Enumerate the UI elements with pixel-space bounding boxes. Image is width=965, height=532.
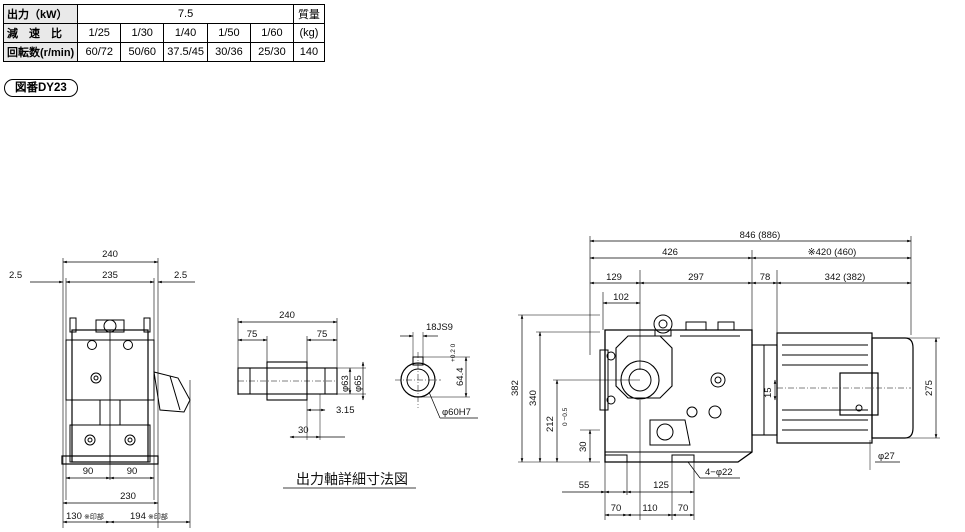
dim-110: 110 [642,503,657,514]
dim-15: 15 [763,387,774,398]
dim-426: 426 [662,247,678,258]
dim-275: 275 [924,380,935,396]
dim-90-right: 90 [127,466,138,477]
dim-shaft-240: 240 [279,310,295,321]
shaft-section [395,332,478,419]
dim-235: 235 [102,270,118,281]
side-dimensions: 846 (886) 426 ※420 (460) 129 297 78 342 … [510,230,935,514]
dim-342: 342 (382) [825,272,866,283]
dim-297: 297 [688,272,704,283]
dim-55: 55 [579,480,590,491]
dim-78: 78 [760,272,771,283]
dim-2-5-right: 2.5 [174,270,187,281]
mass-value: 140 [292,42,325,62]
dim-129: 129 [606,272,622,283]
dim-18js9: 18JS9 [426,322,453,333]
dim-125: 125 [653,480,669,491]
shaft-dimensions: 240 75 75 φ63 φ65 3.15 30 18JS9 64.4 +0.… [247,310,471,489]
dim-102: 102 [613,292,629,303]
dim-340: 340 [528,390,539,406]
mark-194: ※印部 [148,512,168,521]
dim-194: 194 [130,511,146,522]
dim-phi60h7: φ60H7 [442,407,471,418]
mark-130: ※印部 [84,512,104,521]
dim-shaft-75-left: 75 [247,329,258,340]
dim-230: 230 [120,491,136,502]
mass-label-1: 質量 [297,9,320,21]
rpm-cell: 30/36 [206,42,251,62]
mass-label: 質量 [292,4,325,24]
shaft-detail [237,318,366,440]
dim-side-30: 30 [578,441,589,452]
rpm-cell: 50/60 [120,42,165,62]
dim-382: 382 [510,380,521,396]
dim-90-left: 90 [83,466,94,477]
figure-number-label: 図番DY23 [4,79,78,97]
dim-phi65: φ65 [353,375,364,392]
rpm-label: 回転数(r/min) [2,42,79,62]
dim-2-5-left: 2.5 [9,270,22,281]
dim-240: 240 [102,249,118,260]
spec-table: 出力（kW） 7.5 質量 減 速 比 1/25 1/30 1/40 1/50 … [2,4,325,62]
output-label: 出力（kW） [2,4,79,24]
dim-70-left: 70 [611,503,622,514]
dim-phi63: φ63 [340,375,351,392]
dim-70-right: 70 [678,503,689,514]
dim-phi27: φ27 [878,451,895,462]
dim-212-tol: 0 −0.5 [562,407,569,426]
front-dimensions: 240 235 2.5 2.5 90 90 230 130 ※印部 194 ※印… [9,249,187,522]
dim-shaft-30: 30 [298,425,309,436]
rpm-cell: 60/72 [77,42,122,62]
rpm-cell: 37.5/45 [163,42,208,62]
dim-130: 130 [66,511,82,522]
dim-64-4-tol: +0.2 0 [450,343,457,362]
rpm-cell: 25/30 [249,42,294,62]
dim-846: 846 (886) [740,230,781,241]
dim-shaft-75-right: 75 [317,329,328,340]
mass-unit: (kg) [292,23,325,43]
dim-212: 212 [545,416,556,432]
dim-4-phi22: 4−φ22 [705,467,733,478]
front-view [30,258,195,528]
shaft-caption: 出力軸詳細寸法図 [296,471,408,487]
dim-420: ※420 (460) [808,247,857,258]
dim-3-15: 3.15 [336,405,355,416]
side-view [518,236,940,520]
dim-64-4: 64.4 [455,368,466,387]
